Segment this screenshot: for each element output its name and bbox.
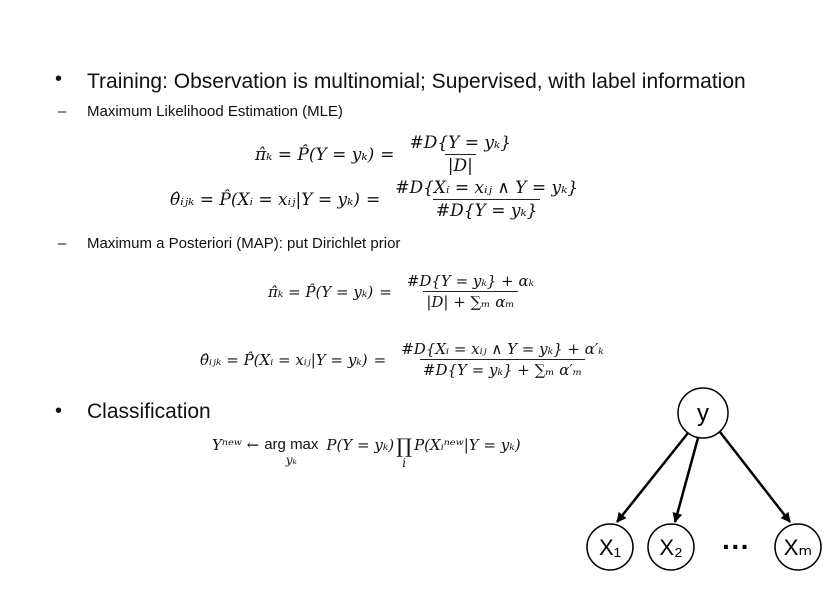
equation-lhs: θ̂ᵢⱼₖ = P̂(Xᵢ = xᵢⱼ|Y = yₖ)	[200, 350, 368, 369]
edge-arrow	[672, 437, 700, 523]
node-label: X₂	[659, 535, 682, 560]
equation-lhs: θ̂ᵢⱼₖ = P̂(Xᵢ = xᵢⱼ|Y = yₖ)	[170, 189, 360, 210]
node-label: Xₘ	[784, 535, 812, 560]
classification-equation: Yⁿᵉʷ ← arg max yₖ P(Y = yₖ) ∏ i P(Xᵢⁿᵉʷ|…	[212, 436, 521, 470]
node-label: y	[697, 400, 709, 427]
equals-sign: =	[379, 282, 392, 301]
numerator: #D{Xᵢ = xᵢⱼ ∧ Y = yₖ}	[395, 178, 579, 198]
node-x2: X₂	[647, 523, 695, 571]
denominator: #D{Y = yₖ} + ∑ₘ α′ₘ	[419, 359, 586, 379]
node-label: X₁	[599, 535, 621, 560]
numerator: #D{Y = yₖ}	[409, 133, 512, 153]
product-symbol: ∏	[396, 434, 413, 458]
edge-arrow	[719, 431, 791, 523]
product-subscript: i	[402, 456, 407, 470]
argmax-subscript: yₖ	[285, 453, 297, 467]
dash-marker: –	[58, 103, 67, 120]
equation-lhs: π̂ₖ = P̂(Y = yₖ)	[268, 282, 374, 301]
denominator: |D|	[444, 154, 476, 176]
equals-sign: =	[380, 144, 395, 165]
map-heading: Maximum a Posteriori (MAP): put Dirichle…	[87, 235, 401, 252]
node-x1: X₁	[586, 523, 634, 571]
fraction: #D{Xᵢ = xᵢⱼ ∧ Y = yₖ} #D{Y = yₖ}	[392, 178, 581, 221]
equals-sign: =	[373, 350, 387, 369]
argmax-operator: arg max yₖ	[264, 436, 318, 467]
prior-term: P(Y = yₖ)	[326, 436, 395, 454]
fraction: #D{Y = yₖ} + αₖ |D| + ∑ₘ αₘ	[404, 272, 537, 311]
node-xm: Xₘ	[774, 523, 822, 571]
fraction: #D{Y = yₖ} |D|	[406, 133, 514, 176]
training-heading: Training: Observation is multinomial; Su…	[87, 70, 746, 93]
mle-heading: Maximum Likelihood Estimation (MLE)	[87, 103, 343, 120]
dash-marker: –	[58, 235, 67, 252]
denominator: #D{Y = yₖ}	[432, 199, 541, 221]
node-y: y	[677, 387, 729, 439]
equation-lhs: π̂ₖ = P̂(Y = yₖ)	[255, 144, 375, 165]
fraction: #D{Xᵢ = xᵢⱼ ∧ Y = yₖ} + α′ₖ #D{Y = yₖ} +…	[398, 340, 607, 379]
product-operator: ∏ i	[396, 436, 412, 470]
bullet-marker: •	[55, 68, 63, 90]
bullet-marker: •	[55, 400, 63, 422]
numerator: #D{Y = yₖ} + αₖ	[406, 272, 535, 290]
denominator: |D| + ∑ₘ αₘ	[423, 291, 518, 311]
edge-arrow	[616, 432, 689, 523]
ellipsis: ···	[722, 531, 750, 562]
equals-sign: =	[365, 189, 381, 210]
mle-pi-equation: π̂ₖ = P̂(Y = yₖ) = #D{Y = yₖ} |D|	[255, 133, 514, 176]
argmax-label: arg max	[264, 436, 319, 453]
map-pi-equation: π̂ₖ = P̂(Y = yₖ) = #D{Y = yₖ} + αₖ |D| +…	[268, 272, 537, 311]
likelihood-term: P(Xᵢⁿᵉʷ|Y = yₖ)	[414, 436, 521, 454]
numerator: #D{Xᵢ = xᵢⱼ ∧ Y = yₖ} + α′ₖ	[401, 340, 604, 358]
map-theta-equation: θ̂ᵢⱼₖ = P̂(Xᵢ = xᵢⱼ|Y = yₖ) = #D{Xᵢ = xᵢ…	[200, 340, 607, 379]
classification-heading: Classification	[87, 400, 211, 423]
mle-theta-equation: θ̂ᵢⱼₖ = P̂(Xᵢ = xᵢⱼ|Y = yₖ) = #D{Xᵢ = xᵢ…	[170, 178, 581, 221]
equation-lhs: Yⁿᵉʷ ←	[212, 436, 260, 454]
